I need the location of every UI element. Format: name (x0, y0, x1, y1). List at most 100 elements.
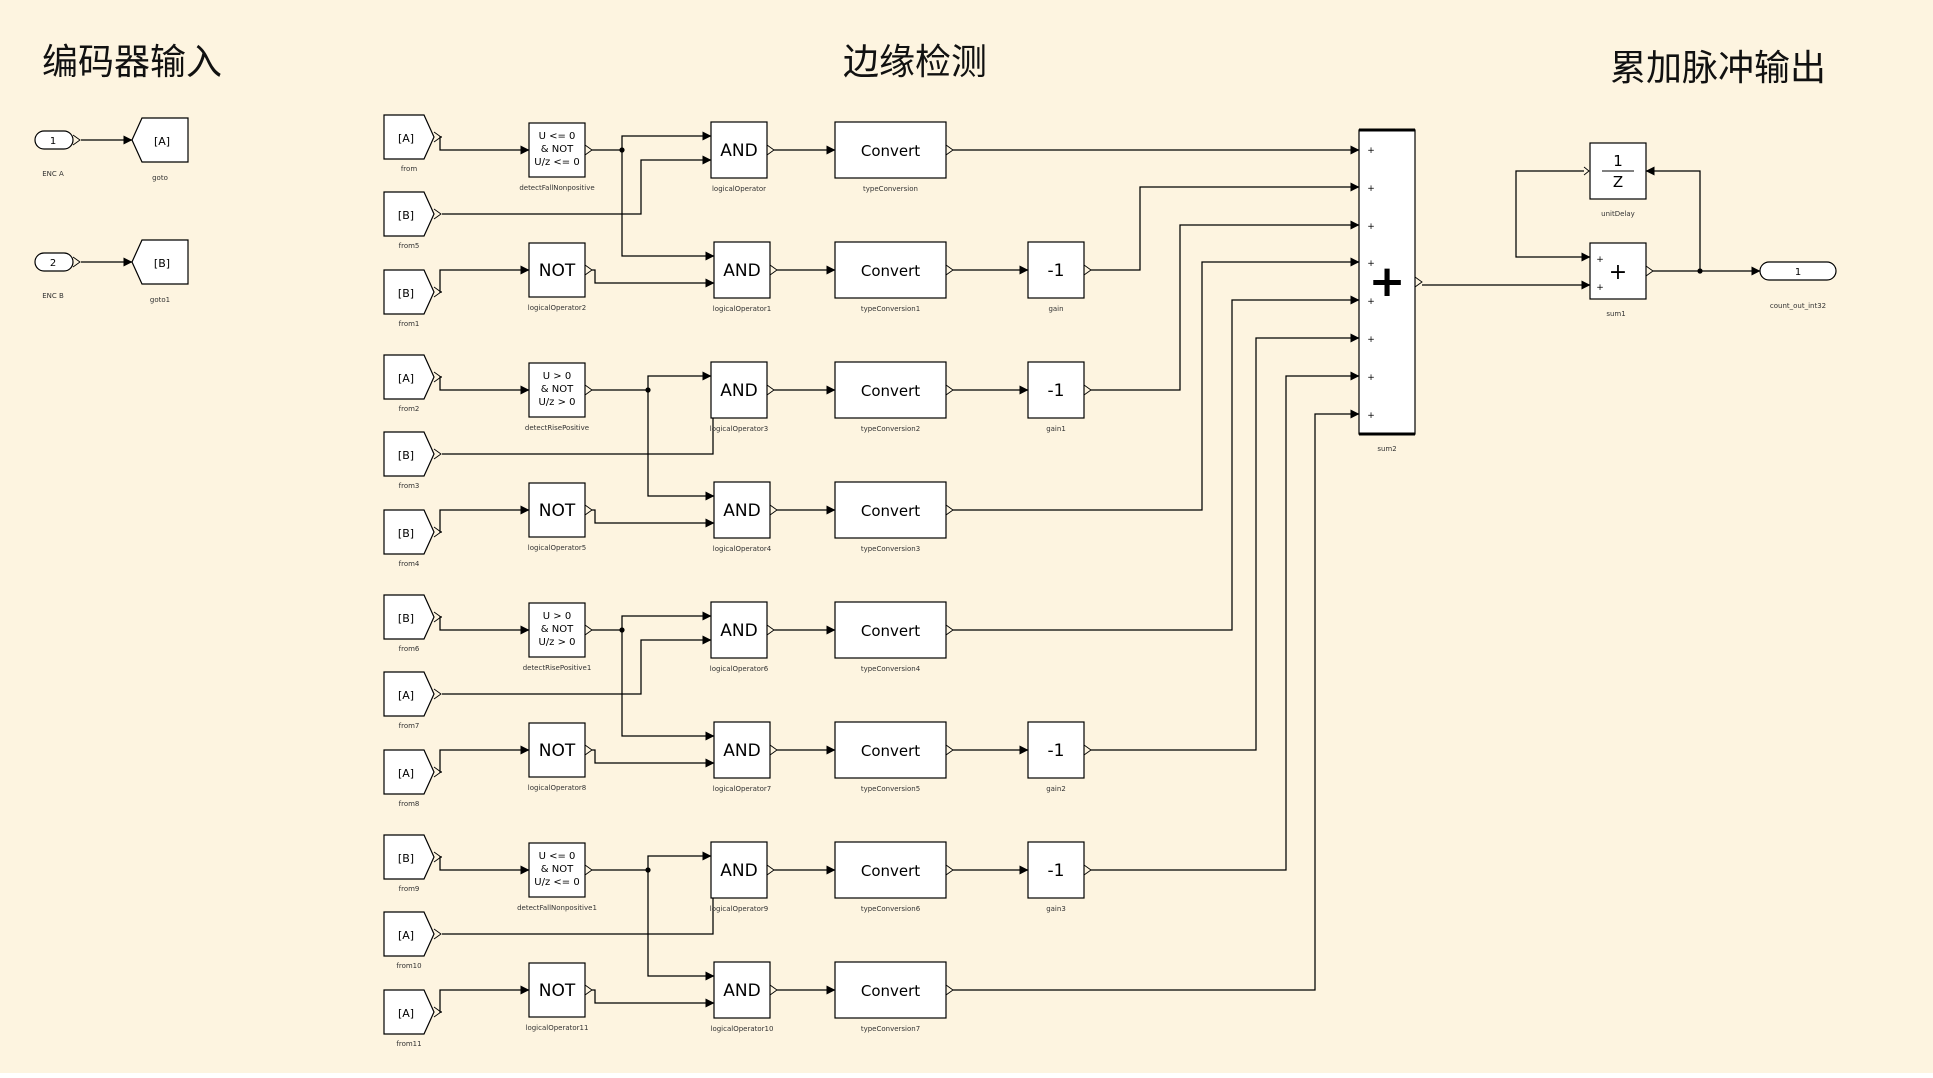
convert1-2[interactable] (834, 601, 947, 659)
and1-0-port (766, 144, 775, 156)
convert1-1-label: typeConversion2 (861, 425, 920, 433)
from-detect-2-port (433, 611, 442, 623)
detect-1-line-0: U > 0 (543, 371, 571, 382)
sum2-port-sign-2: + (1367, 222, 1375, 232)
detect-2-line-2: U/z > 0 (538, 637, 575, 648)
convert2-3[interactable] (834, 961, 947, 1019)
convert1-0[interactable] (834, 121, 947, 179)
gain-a-3-text: -1 (1048, 861, 1065, 881)
and2-2-port (769, 744, 778, 756)
and1-2[interactable] (710, 601, 768, 659)
sum1-block[interactable] (1589, 242, 1647, 300)
detect-2-label: detectRisePositive1 (523, 664, 592, 672)
gain-b-0[interactable] (1027, 241, 1085, 299)
convert2-1[interactable] (834, 481, 947, 539)
and2-1-port (769, 504, 778, 516)
detect-1-line-1: & NOT (541, 384, 574, 395)
wire-src-not-2 (439, 745, 530, 773)
convert2-2-text: Convert (861, 742, 920, 760)
unit-delay-label: unitDelay (1601, 210, 1635, 218)
and2-2[interactable] (713, 721, 771, 779)
from-other-3[interactable] (383, 911, 435, 957)
from-not-3-label: from11 (396, 1040, 421, 1048)
gain-a-1[interactable] (1027, 361, 1085, 419)
not-0[interactable] (528, 242, 586, 298)
and2-2-label: logicalOperator7 (713, 785, 772, 793)
detect-2[interactable] (528, 602, 586, 658)
and2-3[interactable] (713, 961, 771, 1019)
not-2-text: NOT (539, 741, 576, 761)
and1-2-text: AND (720, 621, 757, 641)
inport-1[interactable] (34, 130, 74, 150)
detect-2-line-0: U > 0 (543, 611, 571, 622)
convert1-0-label: typeConversion (863, 185, 918, 193)
sum2-port-sign-5: + (1367, 335, 1375, 345)
from-other-0[interactable] (383, 191, 435, 237)
detect-0[interactable] (528, 122, 586, 178)
inport-2[interactable] (34, 252, 74, 272)
convert2-0[interactable] (834, 241, 947, 299)
not-1[interactable] (528, 482, 586, 538)
and2-1-text: AND (723, 501, 760, 521)
gain-b-2[interactable] (1027, 721, 1085, 779)
from-not-2-port (433, 766, 442, 778)
section-title-edge: 边缘检测 (843, 42, 987, 83)
from-detect-2[interactable] (383, 594, 435, 640)
inport-1-port (72, 134, 81, 146)
from-detect-3-port (433, 851, 442, 863)
not-2[interactable] (528, 722, 586, 778)
convert2-2[interactable] (834, 721, 947, 779)
convert2-3-label: typeConversion7 (861, 1025, 920, 1033)
wire-detect-and1-2 (592, 611, 712, 631)
not-2-label: logicalOperator8 (528, 784, 587, 792)
convert1-3-port (945, 864, 954, 876)
and1-1[interactable] (710, 361, 768, 419)
from-detect-1[interactable] (383, 354, 435, 400)
convert2-0-label: typeConversion1 (861, 305, 920, 313)
and1-3[interactable] (710, 841, 768, 899)
wire-not-and2-2 (592, 749, 715, 768)
detect-3-line-1: & NOT (541, 864, 574, 875)
and1-1-label: logicalOperator3 (710, 425, 769, 433)
from-detect-0[interactable] (383, 114, 435, 160)
detect-2-port (584, 624, 593, 636)
from-other-2[interactable] (383, 671, 435, 717)
goto-2[interactable] (131, 239, 189, 285)
detect-0-line-0: U <= 0 (539, 131, 576, 142)
from-not-3[interactable] (383, 989, 435, 1035)
detect-3[interactable] (528, 842, 586, 898)
gain-a-3[interactable] (1027, 841, 1085, 899)
sum2-bars (1359, 128, 1415, 436)
wire-gain-b-sum-2 (1091, 333, 1360, 751)
goto-1[interactable] (131, 117, 189, 163)
detect-1[interactable] (528, 362, 586, 418)
convert2-1-text: Convert (861, 502, 920, 520)
not-1-label: logicalOperator5 (528, 544, 587, 552)
and2-1[interactable] (713, 481, 771, 539)
gain-a-3-label: gain3 (1046, 905, 1066, 913)
convert1-1[interactable] (834, 361, 947, 419)
wire-detect-and2-1 (647, 390, 715, 501)
from-not-1[interactable] (383, 509, 435, 555)
from-detect-3[interactable] (383, 834, 435, 880)
and1-0[interactable] (710, 121, 768, 179)
goto-1-tag: [A] (154, 135, 170, 148)
sum2-sign: + (1369, 256, 1406, 307)
wire-detect-and1-3 (592, 851, 712, 871)
from-not-0[interactable] (383, 269, 435, 315)
and1-3-text: AND (720, 861, 757, 881)
convert1-3[interactable] (834, 841, 947, 899)
sum1-port-sign-1: + (1596, 283, 1604, 293)
sum2-label: sum2 (1377, 445, 1396, 453)
not-3[interactable] (528, 962, 586, 1018)
from-not-2[interactable] (383, 749, 435, 795)
sum1-port-sign-0: + (1596, 255, 1604, 265)
from-other-1[interactable] (383, 431, 435, 477)
from-other-1-tag: [B] (398, 449, 414, 462)
branch-dot-1 (645, 387, 651, 393)
wire-src-detect-0 (439, 136, 530, 155)
outport[interactable] (1759, 261, 1837, 281)
and2-0[interactable] (713, 241, 771, 299)
convert2-1-port (945, 504, 954, 516)
